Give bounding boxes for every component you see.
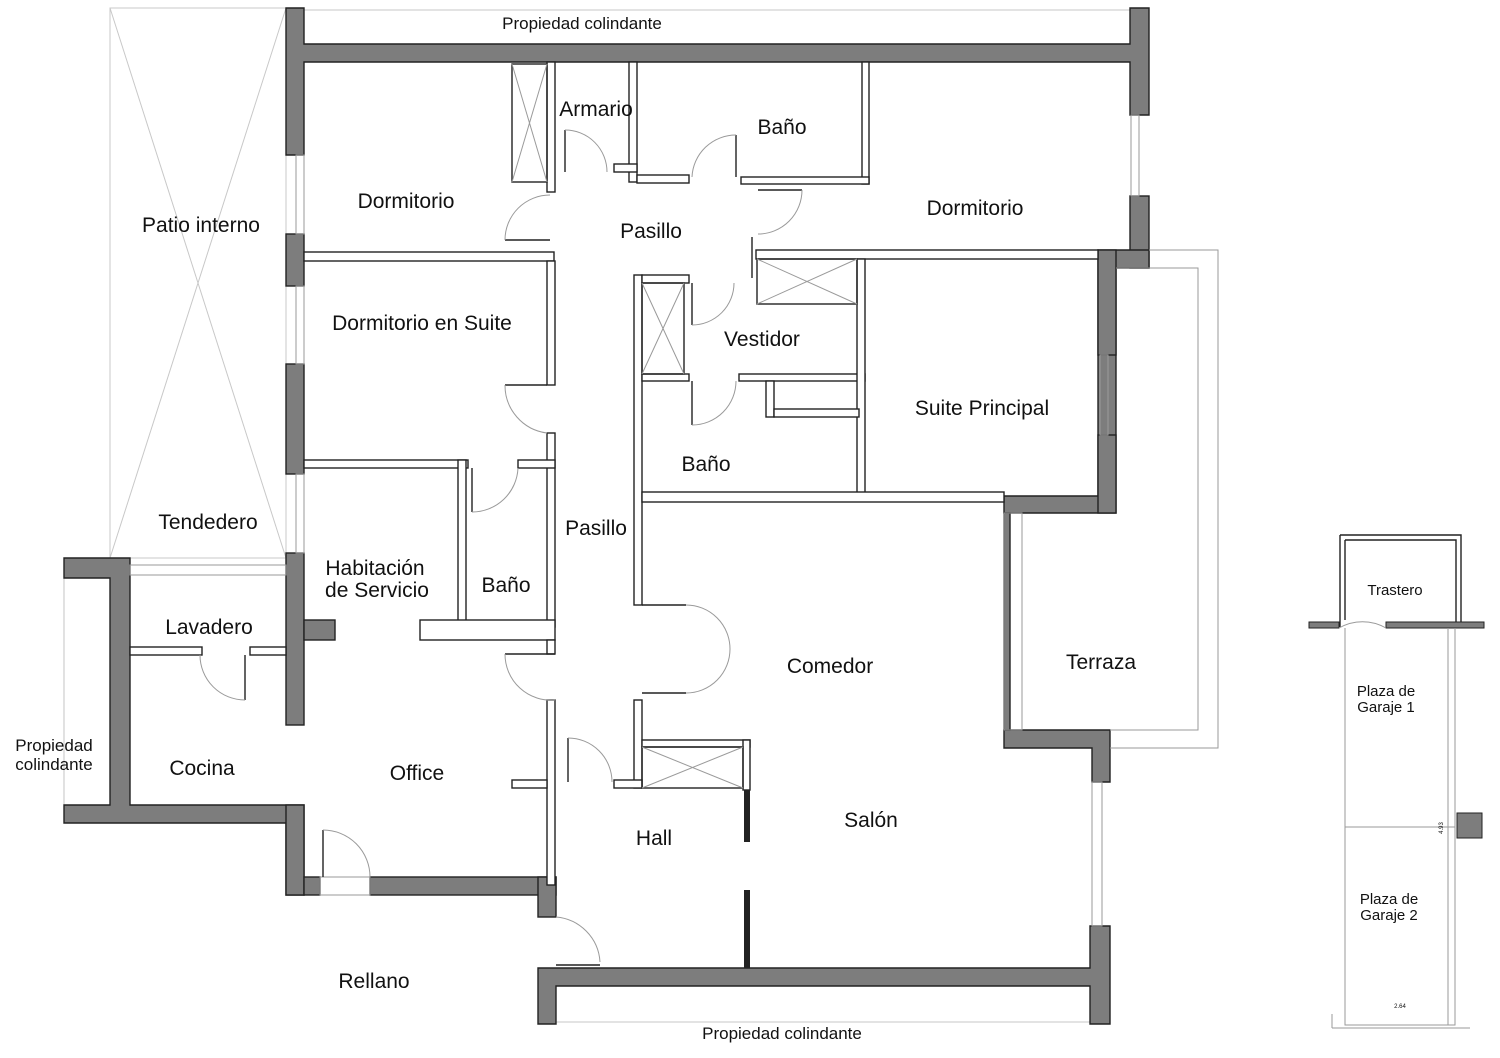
- label-dormitorio-suite: Dormitorio en Suite: [332, 312, 512, 335]
- label-pasillo-top: Pasillo: [620, 220, 682, 243]
- label-bano-service: Baño: [481, 574, 530, 597]
- label-tendedero: Tendedero: [158, 511, 257, 534]
- label-comedor: Comedor: [787, 655, 873, 678]
- room-labels: Propiedad colindante Propiedad colindant…: [15, 14, 1136, 1043]
- label-plaza1-line1: Plaza de: [1357, 683, 1415, 700]
- label-vestidor: Vestidor: [724, 328, 800, 351]
- label-cocina: Cocina: [169, 757, 235, 780]
- label-propiedad-colindante-top: Propiedad colindante: [502, 14, 662, 33]
- label-pasillo-middle: Pasillo: [565, 517, 627, 540]
- label-plaza2-line2: Garaje 2: [1360, 907, 1418, 924]
- garage-plan: [1308, 534, 1485, 1029]
- interior-walls: [129, 61, 1099, 968]
- label-suite-principal: Suite Principal: [915, 397, 1049, 420]
- label-office: Office: [390, 762, 444, 785]
- label-propiedad-left-2: colindante: [15, 755, 93, 774]
- label-armario: Armario: [559, 98, 633, 121]
- label-dormitorio-right: Dormitorio: [927, 197, 1024, 220]
- label-dormitorio-left: Dormitorio: [358, 190, 455, 213]
- label-hall: Hall: [636, 827, 672, 850]
- label-habitacion-servicio-2: de Servicio: [325, 579, 429, 602]
- garage-labels: Trastero Plaza de Garaje 1 Plaza de Gara…: [1357, 582, 1445, 1010]
- storage-units: [511, 63, 858, 789]
- label-bano-top: Baño: [757, 116, 806, 139]
- label-trastero: Trastero: [1367, 582, 1422, 599]
- label-bano-middle: Baño: [681, 453, 730, 476]
- label-propiedad-colindante-bottom: Propiedad colindante: [702, 1024, 862, 1043]
- label-habitacion-servicio-1: Habitación: [325, 557, 424, 580]
- neighbor-hatch-top: [304, 8, 1130, 44]
- label-terraza: Terraza: [1066, 651, 1136, 674]
- structural-walls: [63, 7, 1150, 1025]
- patio-interno-area: [109, 7, 287, 559]
- label-propiedad-left-1: Propiedad: [15, 736, 93, 755]
- label-salon: Salón: [844, 809, 898, 832]
- label-rellano: Rellano: [338, 970, 409, 993]
- terraza-outline: [1110, 249, 1219, 749]
- label-dim-bottom: 2.64: [1394, 1004, 1406, 1010]
- label-lavadero: Lavadero: [165, 616, 253, 639]
- label-patio-interno: Patio interno: [142, 214, 260, 237]
- doors: [199, 129, 803, 966]
- label-plaza1-line2: Garaje 1: [1357, 699, 1415, 716]
- windows: [129, 114, 1140, 927]
- label-dim-side: 4.93: [1439, 822, 1445, 834]
- label-plaza2-line1: Plaza de: [1360, 891, 1418, 908]
